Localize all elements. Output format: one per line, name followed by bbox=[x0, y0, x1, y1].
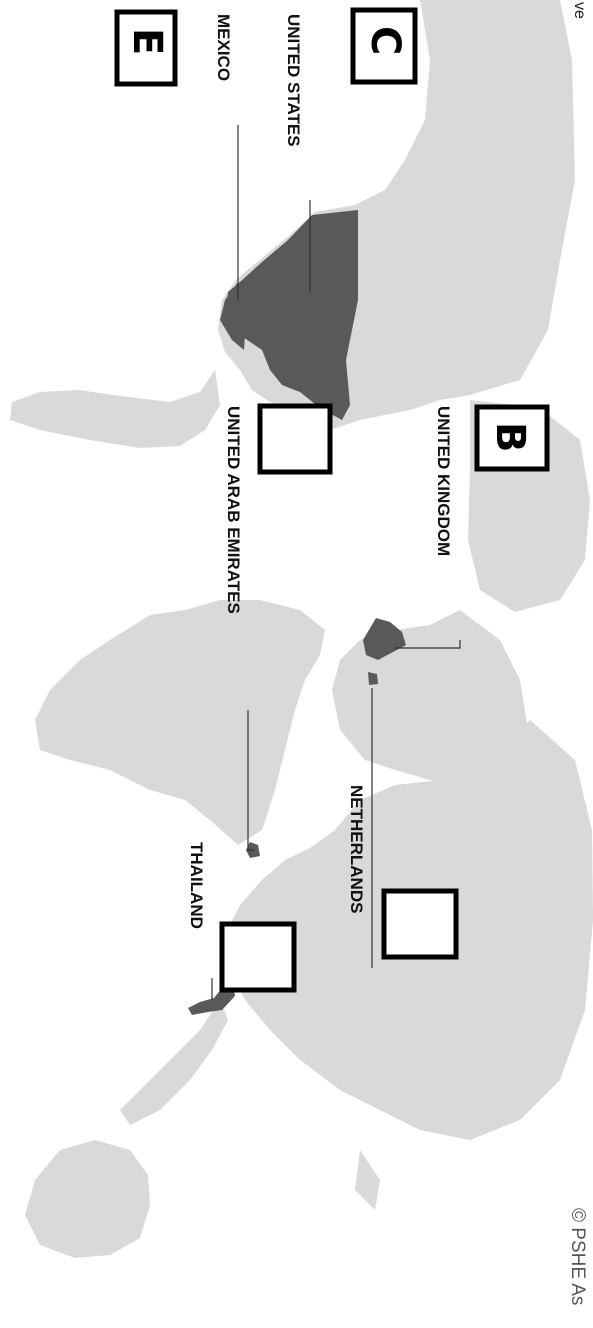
box-empty-2[interactable] bbox=[381, 888, 459, 960]
box-b-letter: B bbox=[487, 422, 533, 453]
corner-text: ve bbox=[571, 2, 588, 19]
label-uae: UNITED ARAB EMIRATES bbox=[224, 406, 243, 614]
box-c-letter: C bbox=[362, 26, 408, 55]
label-united-states: UNITED STATES bbox=[284, 14, 303, 147]
highlight-mexico bbox=[220, 282, 245, 350]
landmass-southeast-asia bbox=[120, 1000, 228, 1125]
answer-boxes: C E B bbox=[114, 7, 550, 993]
box-empty-3[interactable] bbox=[219, 921, 297, 993]
landmass-japan bbox=[355, 1150, 380, 1210]
label-netherlands: NETHERLANDS bbox=[347, 785, 366, 913]
label-mexico: MEXICO bbox=[214, 14, 233, 81]
box-empty-1[interactable] bbox=[257, 403, 333, 475]
landmass-africa bbox=[35, 600, 325, 845]
leader-lines bbox=[211, 125, 461, 1000]
leader-uae bbox=[247, 710, 254, 851]
leader-united-kingdom bbox=[395, 640, 461, 649]
landmass-south-america bbox=[10, 370, 220, 448]
copyright-text: © PSHE As bbox=[567, 1208, 588, 1305]
box-b[interactable]: B bbox=[474, 404, 550, 472]
country-labels: UNITED STATES MEXICO UNITED KINGDOM UNIT… bbox=[187, 14, 453, 929]
label-thailand: THAILAND bbox=[187, 842, 206, 929]
highlight-netherlands bbox=[368, 672, 378, 685]
label-united-kingdom: UNITED KINGDOM bbox=[434, 406, 453, 556]
land-masses bbox=[10, 0, 593, 1258]
box-e-letter: E bbox=[124, 28, 170, 55]
highlight-united-kingdom bbox=[363, 618, 406, 660]
box-e[interactable]: E bbox=[114, 9, 178, 87]
highlight-united-states bbox=[225, 210, 358, 420]
landmass-australia bbox=[25, 1140, 150, 1258]
box-c[interactable]: C bbox=[350, 7, 418, 85]
